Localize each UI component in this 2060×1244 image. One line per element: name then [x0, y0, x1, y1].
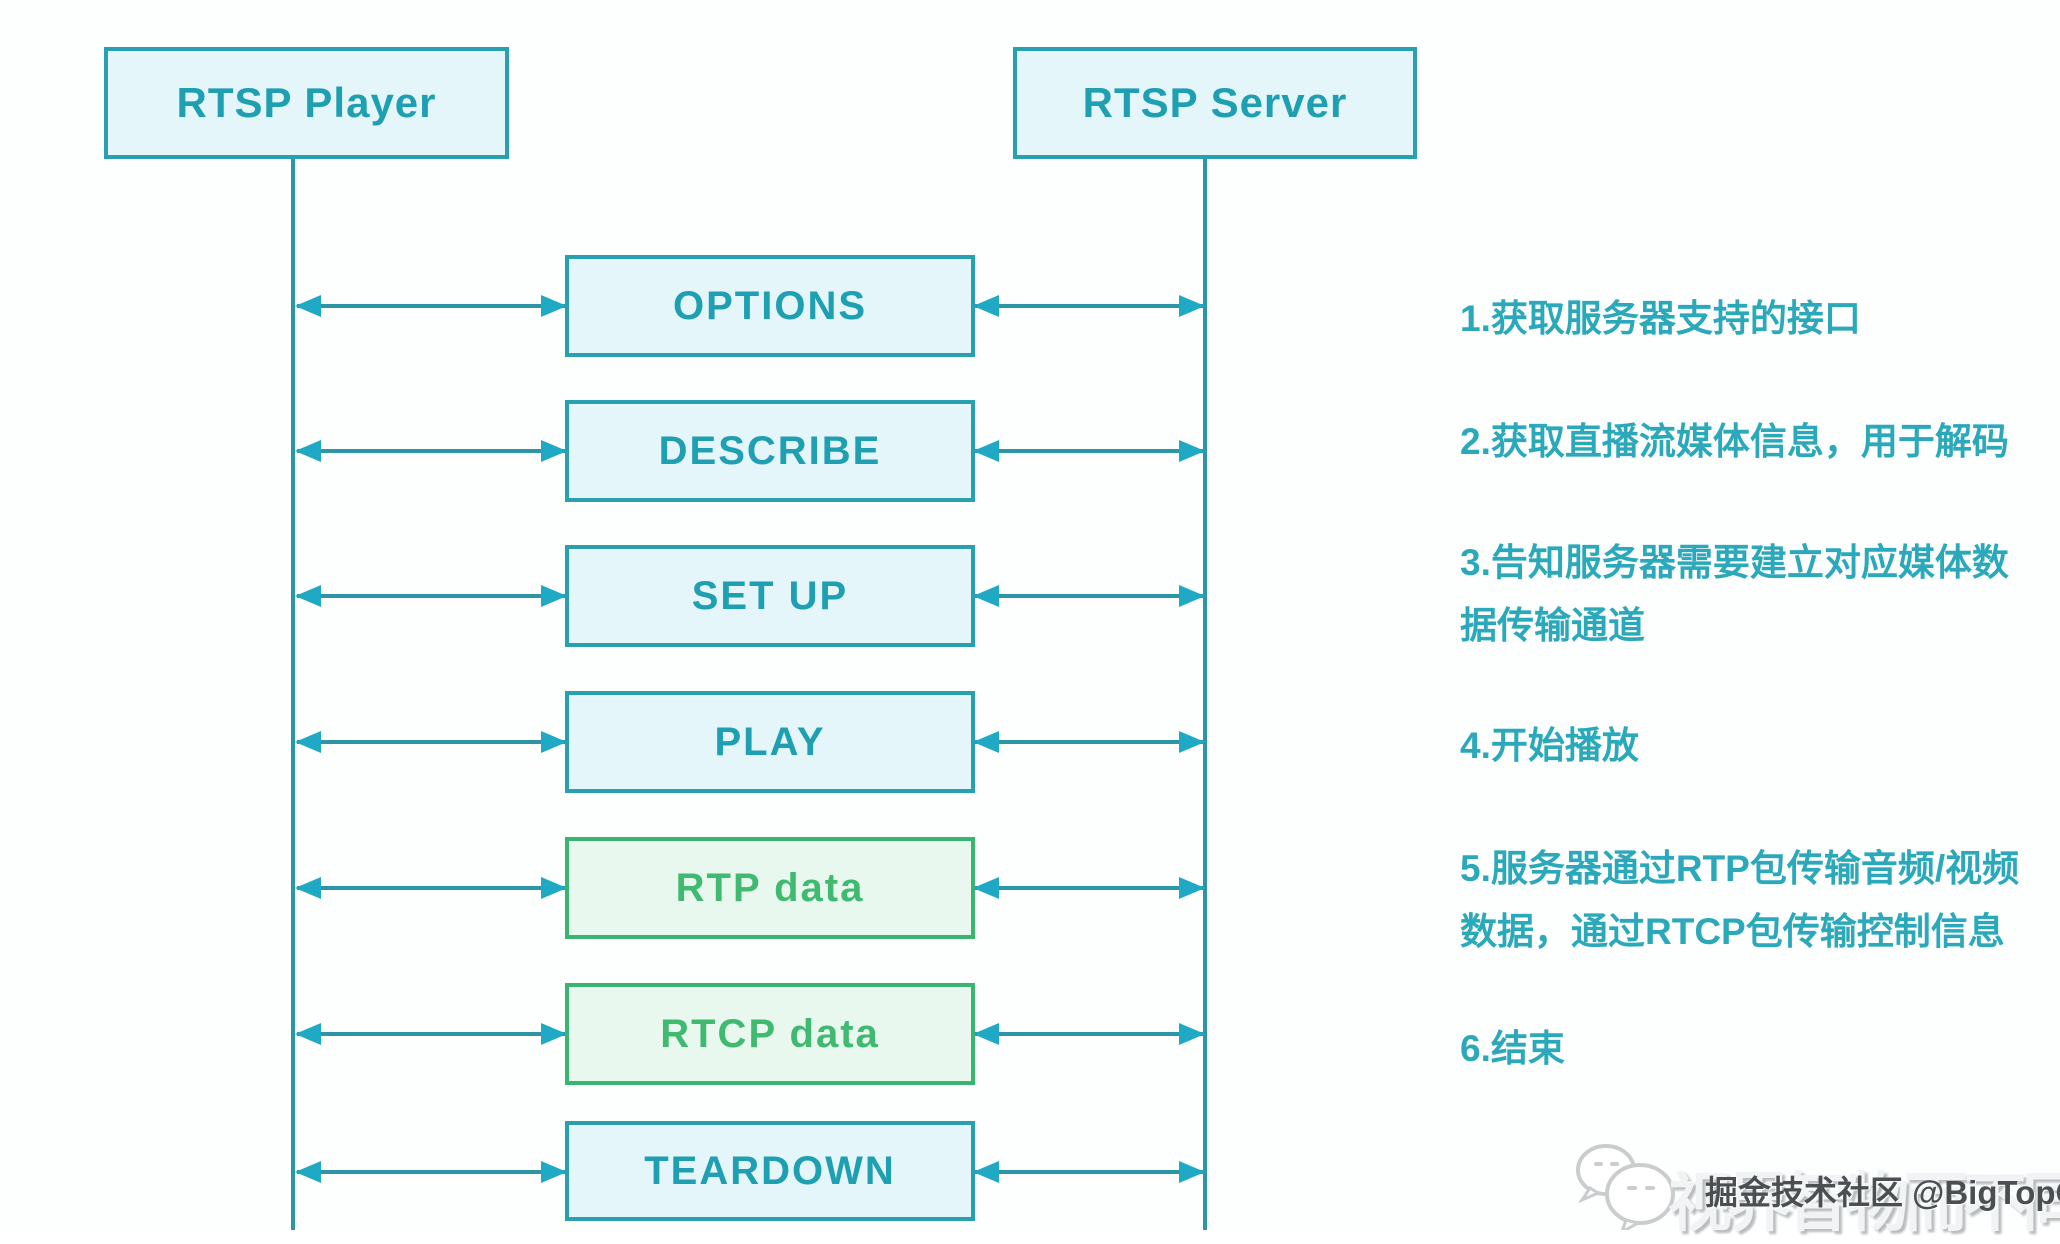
arrow-server-setup [973, 585, 1205, 607]
actor-label-server: RTSP Server [1082, 79, 1348, 126]
arrow-player-play [295, 731, 567, 753]
watermark: 视界智物而不同 掘金技术社区 @BigTopOne [1560, 1130, 2060, 1239]
annotation-5: 5.服务器通过RTP包传输音频/视频 数据，通过RTCP包传输控制信息 [1460, 837, 2019, 963]
message-label: OPTIONS [672, 283, 868, 328]
arrow-server-rtp [973, 877, 1205, 899]
arrow-server-play [973, 731, 1205, 753]
message-label: PLAY [714, 719, 826, 764]
arrow-server-options [973, 295, 1205, 317]
annotation-line: 3.告知服务器需要建立对应媒体数 [1460, 542, 2009, 583]
annotation-line: 6.结束 [1460, 1028, 1565, 1069]
message-label: RTP data [675, 865, 865, 910]
annotation-4: 4.开始播放 [1460, 714, 1639, 777]
annotation-2: 2.获取直播流媒体信息，用于解码 [1460, 410, 2009, 473]
arrow-server-rtcp [973, 1023, 1205, 1045]
arrow-player-describe [295, 440, 567, 462]
message-box-rtcp-data: RTCP data [565, 983, 975, 1085]
annotation-1: 1.获取服务器支持的接口 [1460, 287, 1861, 350]
message-box-rtp-data: RTP data [565, 837, 975, 939]
annotation-line: 据传输通道 [1460, 605, 1645, 646]
wechat-icon [1576, 1144, 1675, 1230]
arrow-player-rtp [295, 877, 567, 899]
lifeline-server [1203, 159, 1207, 1230]
message-box-play: PLAY [565, 691, 975, 793]
arrow-player-options [295, 295, 567, 317]
actor-box-rtsp-server: RTSP Server [1013, 47, 1417, 159]
annotation-line: 数据，通过RTCP包传输控制信息 [1460, 911, 2005, 952]
annotation-line: 5.服务器通过RTP包传输音频/视频 [1460, 848, 2020, 889]
annotation-line: 4.开始播放 [1460, 725, 1639, 766]
annotation-3: 3.告知服务器需要建立对应媒体数 据传输通道 [1460, 531, 2009, 657]
arrow-player-rtcp [295, 1023, 567, 1045]
annotation-line: 2.获取直播流媒体信息，用于解码 [1460, 421, 2009, 462]
message-label: SET UP [691, 573, 849, 618]
arrow-server-describe [973, 440, 1205, 462]
message-box-options: OPTIONS [565, 255, 975, 357]
arrow-player-setup [295, 585, 567, 607]
watermark-background-text: 视界智物而不同 [1668, 1167, 2060, 1239]
lifeline-player [291, 159, 295, 1230]
message-label: DESCRIBE [658, 428, 882, 473]
message-label: TEARDOWN [644, 1148, 896, 1193]
arrow-player-teardown [295, 1161, 567, 1183]
arrow-server-teardown [973, 1161, 1205, 1183]
message-label: RTCP data [660, 1011, 880, 1056]
annotation-line: 1.获取服务器支持的接口 [1460, 298, 1861, 339]
actor-box-rtsp-player: RTSP Player [104, 47, 509, 159]
watermark-foreground-text: 掘金技术社区 @BigTopOne [1705, 1174, 2060, 1211]
annotation-6: 6.结束 [1460, 1017, 1565, 1080]
actor-label-player: RTSP Player [176, 79, 437, 126]
message-box-describe: DESCRIBE [565, 400, 975, 502]
message-box-setup: SET UP [565, 545, 975, 647]
message-box-teardown: TEARDOWN [565, 1121, 975, 1221]
